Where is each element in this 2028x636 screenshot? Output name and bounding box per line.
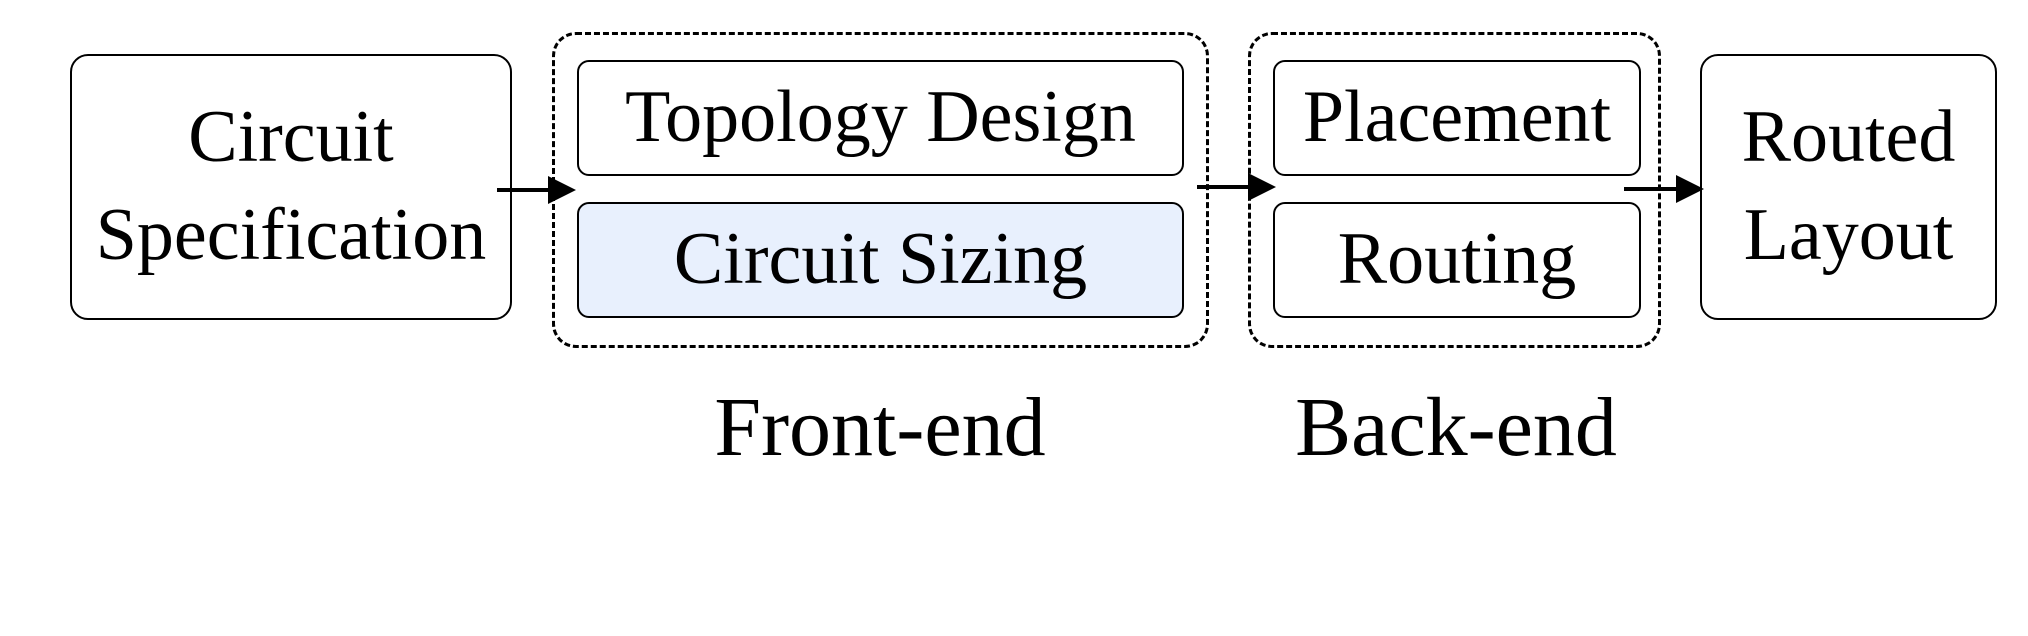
back-end-caption: Back-end [1295, 381, 1617, 474]
routing-label: Routing [1337, 218, 1577, 301]
circuit-sizing-label: Circuit Sizing [673, 218, 1088, 301]
circuit-sizing-block: Circuit Sizing [577, 202, 1184, 318]
arrow-front-end-to-back-end [1197, 173, 1276, 201]
routed-layout-block: Routed Layout [1700, 54, 1997, 320]
placement-label: Placement [1302, 76, 1612, 159]
routed-layout-line2: Layout [1743, 194, 1954, 276]
arrow-back-end-to-layout [1624, 175, 1704, 203]
arrow-spec-to-front-end [497, 176, 576, 204]
circuit-specification-line2: Specification [95, 194, 487, 276]
circuit-specification-block: Circuit Specification [70, 54, 512, 320]
placement-block: Placement [1273, 60, 1641, 176]
circuit-specification-line1: Circuit [188, 96, 394, 179]
topology-design-block: Topology Design [577, 60, 1184, 176]
front-end-caption: Front-end [714, 381, 1046, 474]
topology-design-label: Topology Design [625, 76, 1136, 159]
routing-block: Routing [1273, 202, 1641, 318]
routed-layout-line1: Routed [1741, 96, 1956, 179]
